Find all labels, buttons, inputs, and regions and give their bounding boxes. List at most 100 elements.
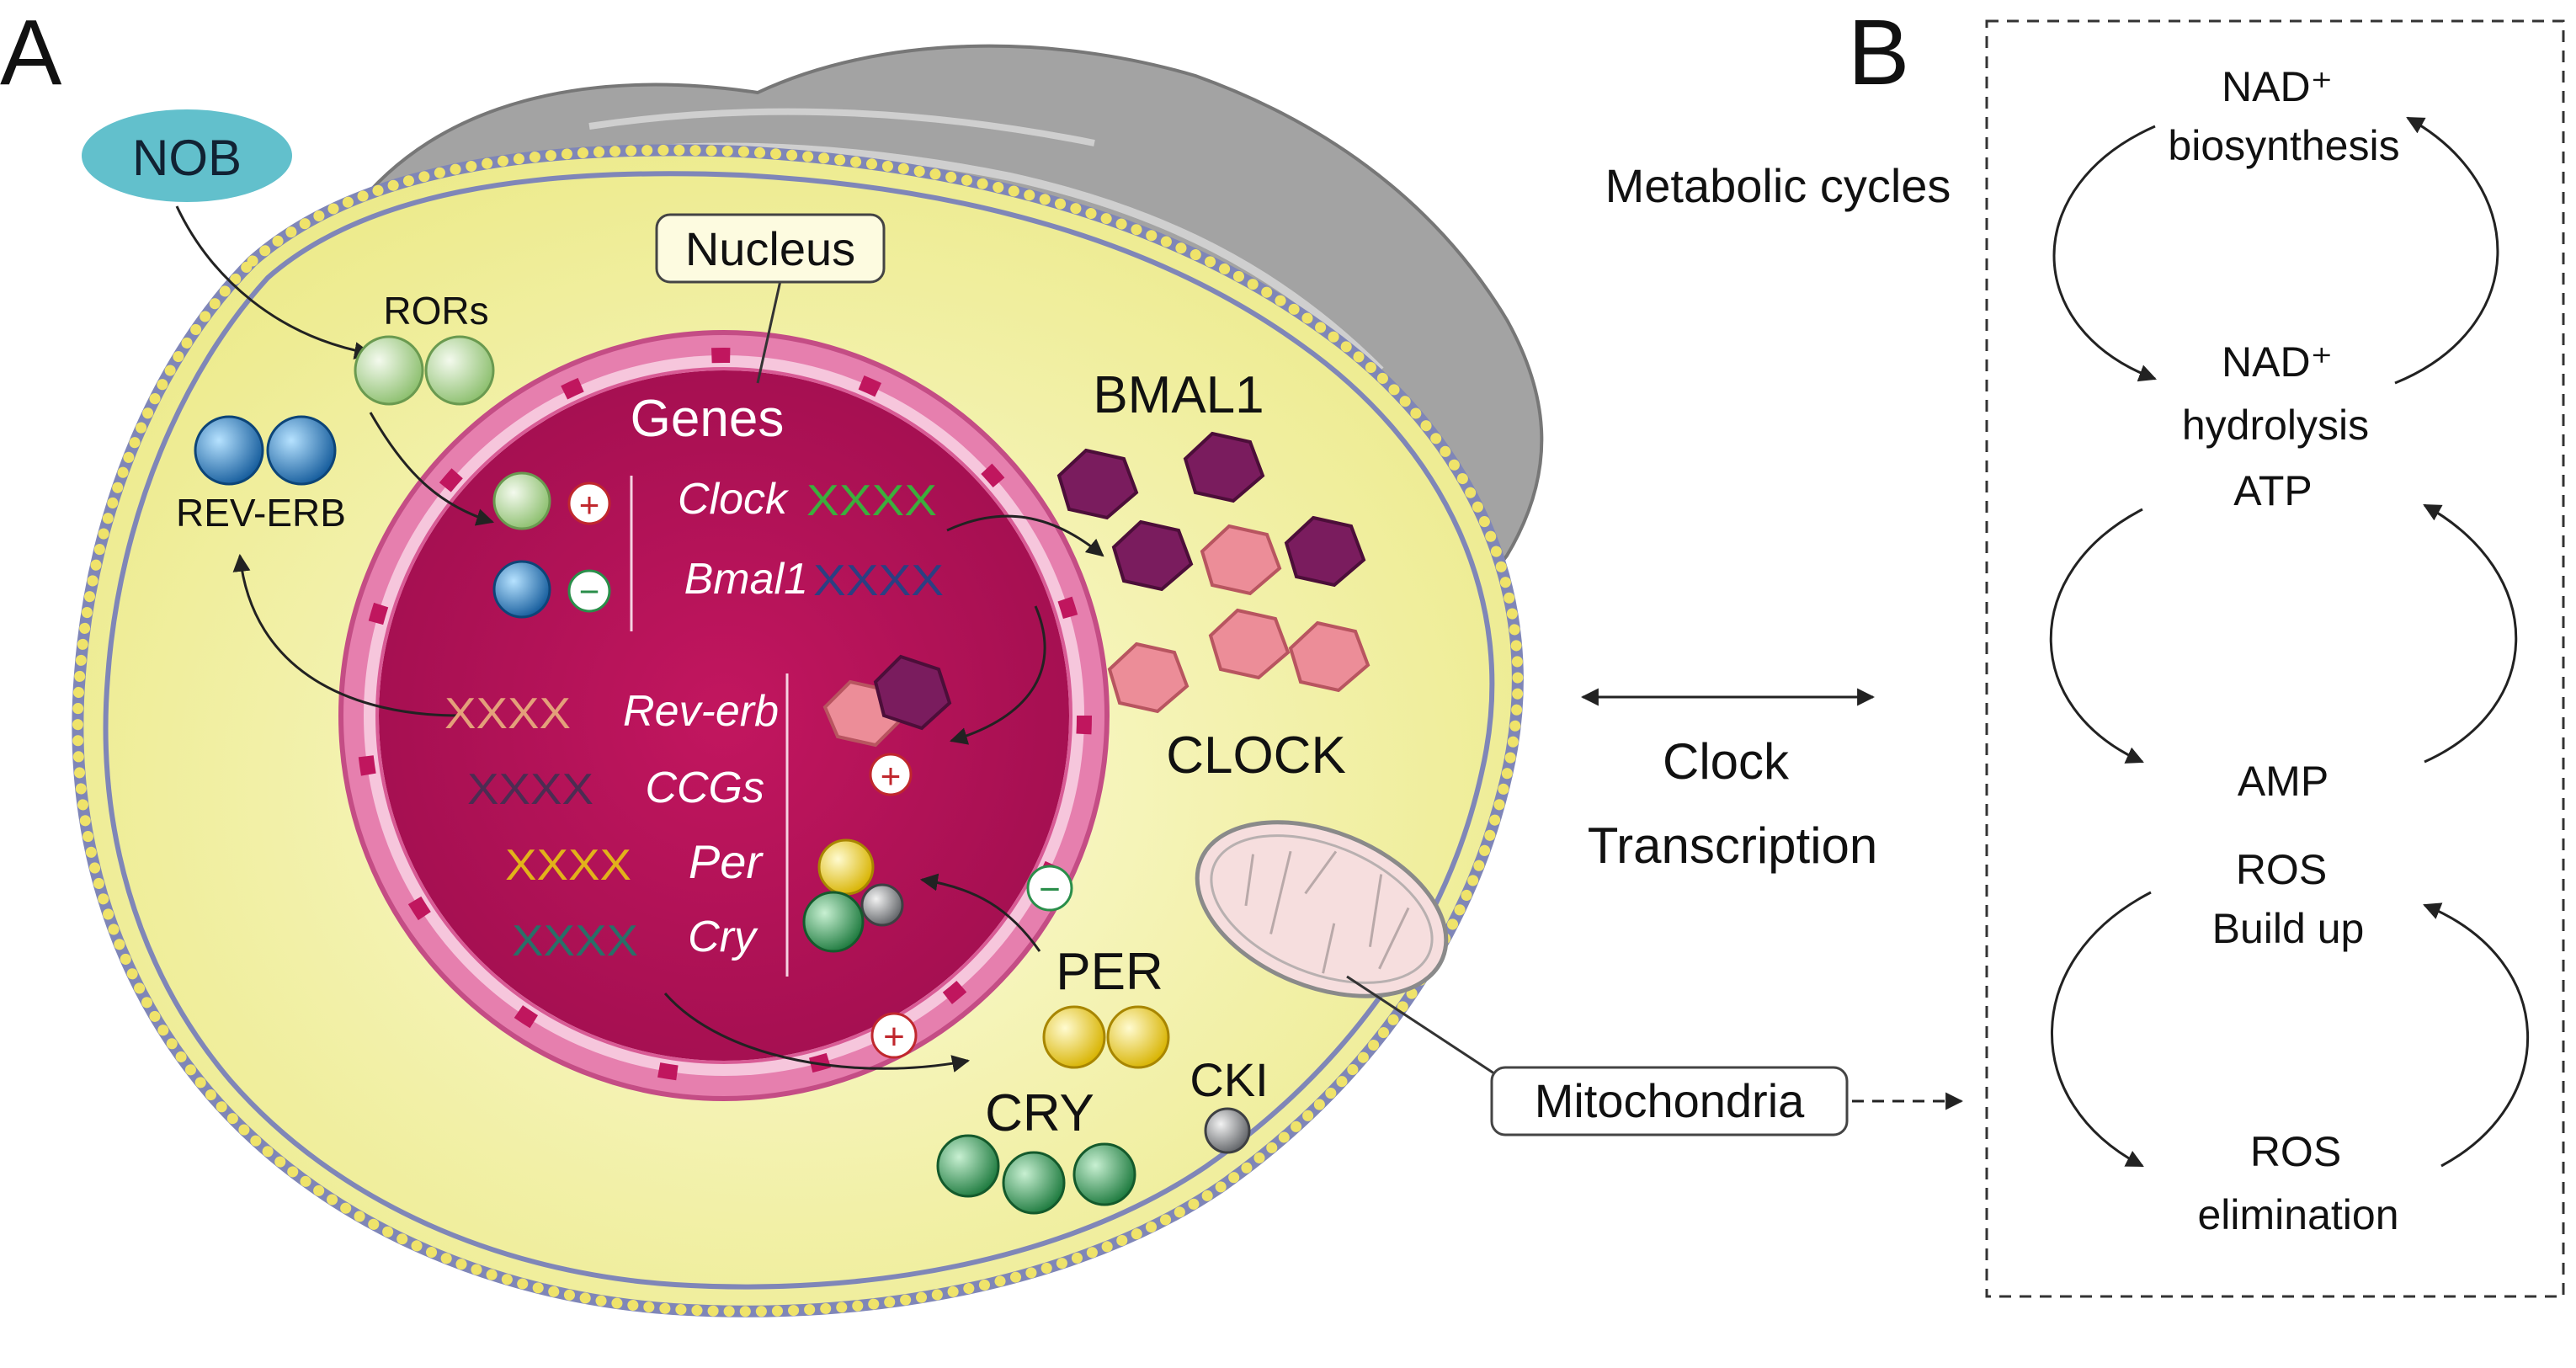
nob-ellipse (82, 109, 292, 202)
nuclear-inner-rim (375, 367, 1072, 1064)
mitochondria-label-box (1490, 1066, 1849, 1136)
nob-to-rors-arrow (175, 205, 373, 359)
cell-membrane-inner (103, 171, 1495, 1290)
nad-label-mid: NAD⁺ (2222, 338, 2333, 386)
bmal1-hexagon (1183, 431, 1265, 503)
nucleus-label-box (655, 213, 886, 284)
clock-hexagon (1288, 620, 1370, 693)
cki-protein-bound (860, 883, 904, 927)
panel-a-label: A (0, 1, 62, 104)
ros-label-bottom: ROS (2250, 1128, 2341, 1175)
cycle1-right-arrow (2394, 116, 2499, 385)
cycle3-left-arrow (2051, 891, 2152, 1168)
ror-protein (424, 335, 495, 406)
nucleus-pointer (756, 269, 785, 384)
gene-name-per: Per (689, 835, 764, 888)
activation-sign-text: + (579, 485, 600, 524)
reverb-label: REV-ERB (176, 491, 346, 535)
cki-protein (1204, 1107, 1251, 1154)
gene-dna-rev-erb: XXXX (444, 689, 571, 738)
gene-name-rev-erb: Rev-erb (623, 687, 779, 736)
activation-sign-text: + (883, 1016, 905, 1057)
reverb-protein (194, 415, 264, 486)
cycle3-right-arrow (2423, 902, 2530, 1168)
per-protein (1042, 1005, 1106, 1069)
nucleus (379, 370, 1069, 1061)
gene-name-cry: Cry (688, 913, 758, 961)
gene-dna-clock: XXXX (806, 476, 937, 525)
rors-label: RORs (383, 289, 488, 333)
gene-dna-ccgs: XXXX (467, 765, 593, 814)
clock-hexagon (1107, 641, 1190, 714)
activation-sign (870, 1012, 918, 1059)
nuclear-pores (356, 348, 1092, 1083)
bmal1-protein-bound (873, 654, 952, 731)
repression-sign-text: − (579, 572, 600, 611)
gene-dna-cry: XXXX (512, 917, 638, 966)
clock-bmal1-translation-arrow (946, 514, 1104, 557)
membrane-beads (72, 144, 1524, 1317)
gene-name-clock: Clock (678, 475, 790, 524)
clock-protein-cluster (1107, 524, 1370, 714)
bmal1-protein-cluster (1056, 431, 1366, 592)
atp-label: ATP (2233, 467, 2313, 514)
panel-b-label: B (1848, 1, 1909, 104)
per-protein-bound (817, 838, 875, 896)
activation-sign (869, 753, 913, 796)
repression-sign-text: − (1039, 869, 1061, 910)
repression-sign (1026, 865, 1073, 912)
clock-label: CLOCK (1166, 727, 1346, 785)
elimination-label: elimination (2197, 1191, 2398, 1238)
dimer-nuclear-entry-arrow (949, 605, 1046, 745)
clock-hexagon (1200, 524, 1282, 596)
mitochondrion (1195, 820, 1449, 998)
reverb-bound-protein (492, 560, 551, 619)
per-cry-translation-arrow (663, 993, 971, 1073)
mitochondria-pointer (1346, 975, 1508, 1083)
bmal1-hexagon (1056, 448, 1139, 520)
repression-sign (567, 569, 611, 613)
cry-label: CRY (985, 1084, 1094, 1142)
bmal1-hexagon (1111, 519, 1194, 592)
cry-protein-bound (802, 891, 865, 953)
cycle2-right-arrow (2423, 503, 2518, 764)
build-up-label: Build up (2212, 905, 2365, 952)
genes-title: Genes (631, 390, 785, 448)
clock-hexagon (1208, 608, 1291, 680)
nucleus-label: Nucleus (685, 222, 855, 275)
per-label: PER (1056, 943, 1163, 1001)
cry-protein (936, 1134, 1000, 1198)
bmal1-hexagon (1284, 515, 1366, 588)
biosynthesis-label: biosynthesis (2168, 122, 2399, 169)
cycle2-left-arrow (2049, 508, 2144, 764)
amp-label: AMP (2238, 758, 2329, 805)
clock-transcription-line1: Clock (1663, 733, 1790, 790)
nob-label: NOB (132, 130, 242, 186)
nad-label-top: NAD⁺ (2222, 63, 2333, 110)
cry-protein (1072, 1142, 1136, 1206)
gene-name-bmal1: Bmal1 (684, 555, 808, 604)
gene-name-ccgs: CCGs (645, 764, 764, 812)
ror-bound-protein (492, 471, 551, 530)
rors-to-clock-arrow (369, 412, 495, 526)
gene-dna-bmal1: XXXX (813, 556, 944, 605)
activation-sign (567, 482, 611, 525)
hydrolysis-label: hydrolysis (2182, 402, 2369, 449)
cki-label: CKI (1190, 1053, 1268, 1106)
cycle1-left-arrow (2052, 125, 2157, 382)
metabolic-cycles-title: Metabolic cycles (1605, 159, 1951, 212)
bmal1-label: BMAL1 (1093, 366, 1264, 424)
er-fold (588, 108, 1095, 146)
activation-sign-text: + (881, 756, 902, 796)
per-protein (1106, 1005, 1170, 1069)
reverb-protein (266, 415, 337, 486)
complex-nuclear-entry-arrow (919, 873, 1041, 952)
mitochondria-label: Mitochondria (1535, 1074, 1805, 1127)
gene-dna-per: XXXX (505, 841, 631, 890)
ror-protein (354, 335, 424, 406)
reverb-gene-to-protein-arrow (232, 553, 460, 717)
cry-protein (1002, 1151, 1066, 1215)
ros-label-top: ROS (2236, 846, 2327, 893)
clock-transcription-line2: Transcription (1588, 817, 1878, 874)
